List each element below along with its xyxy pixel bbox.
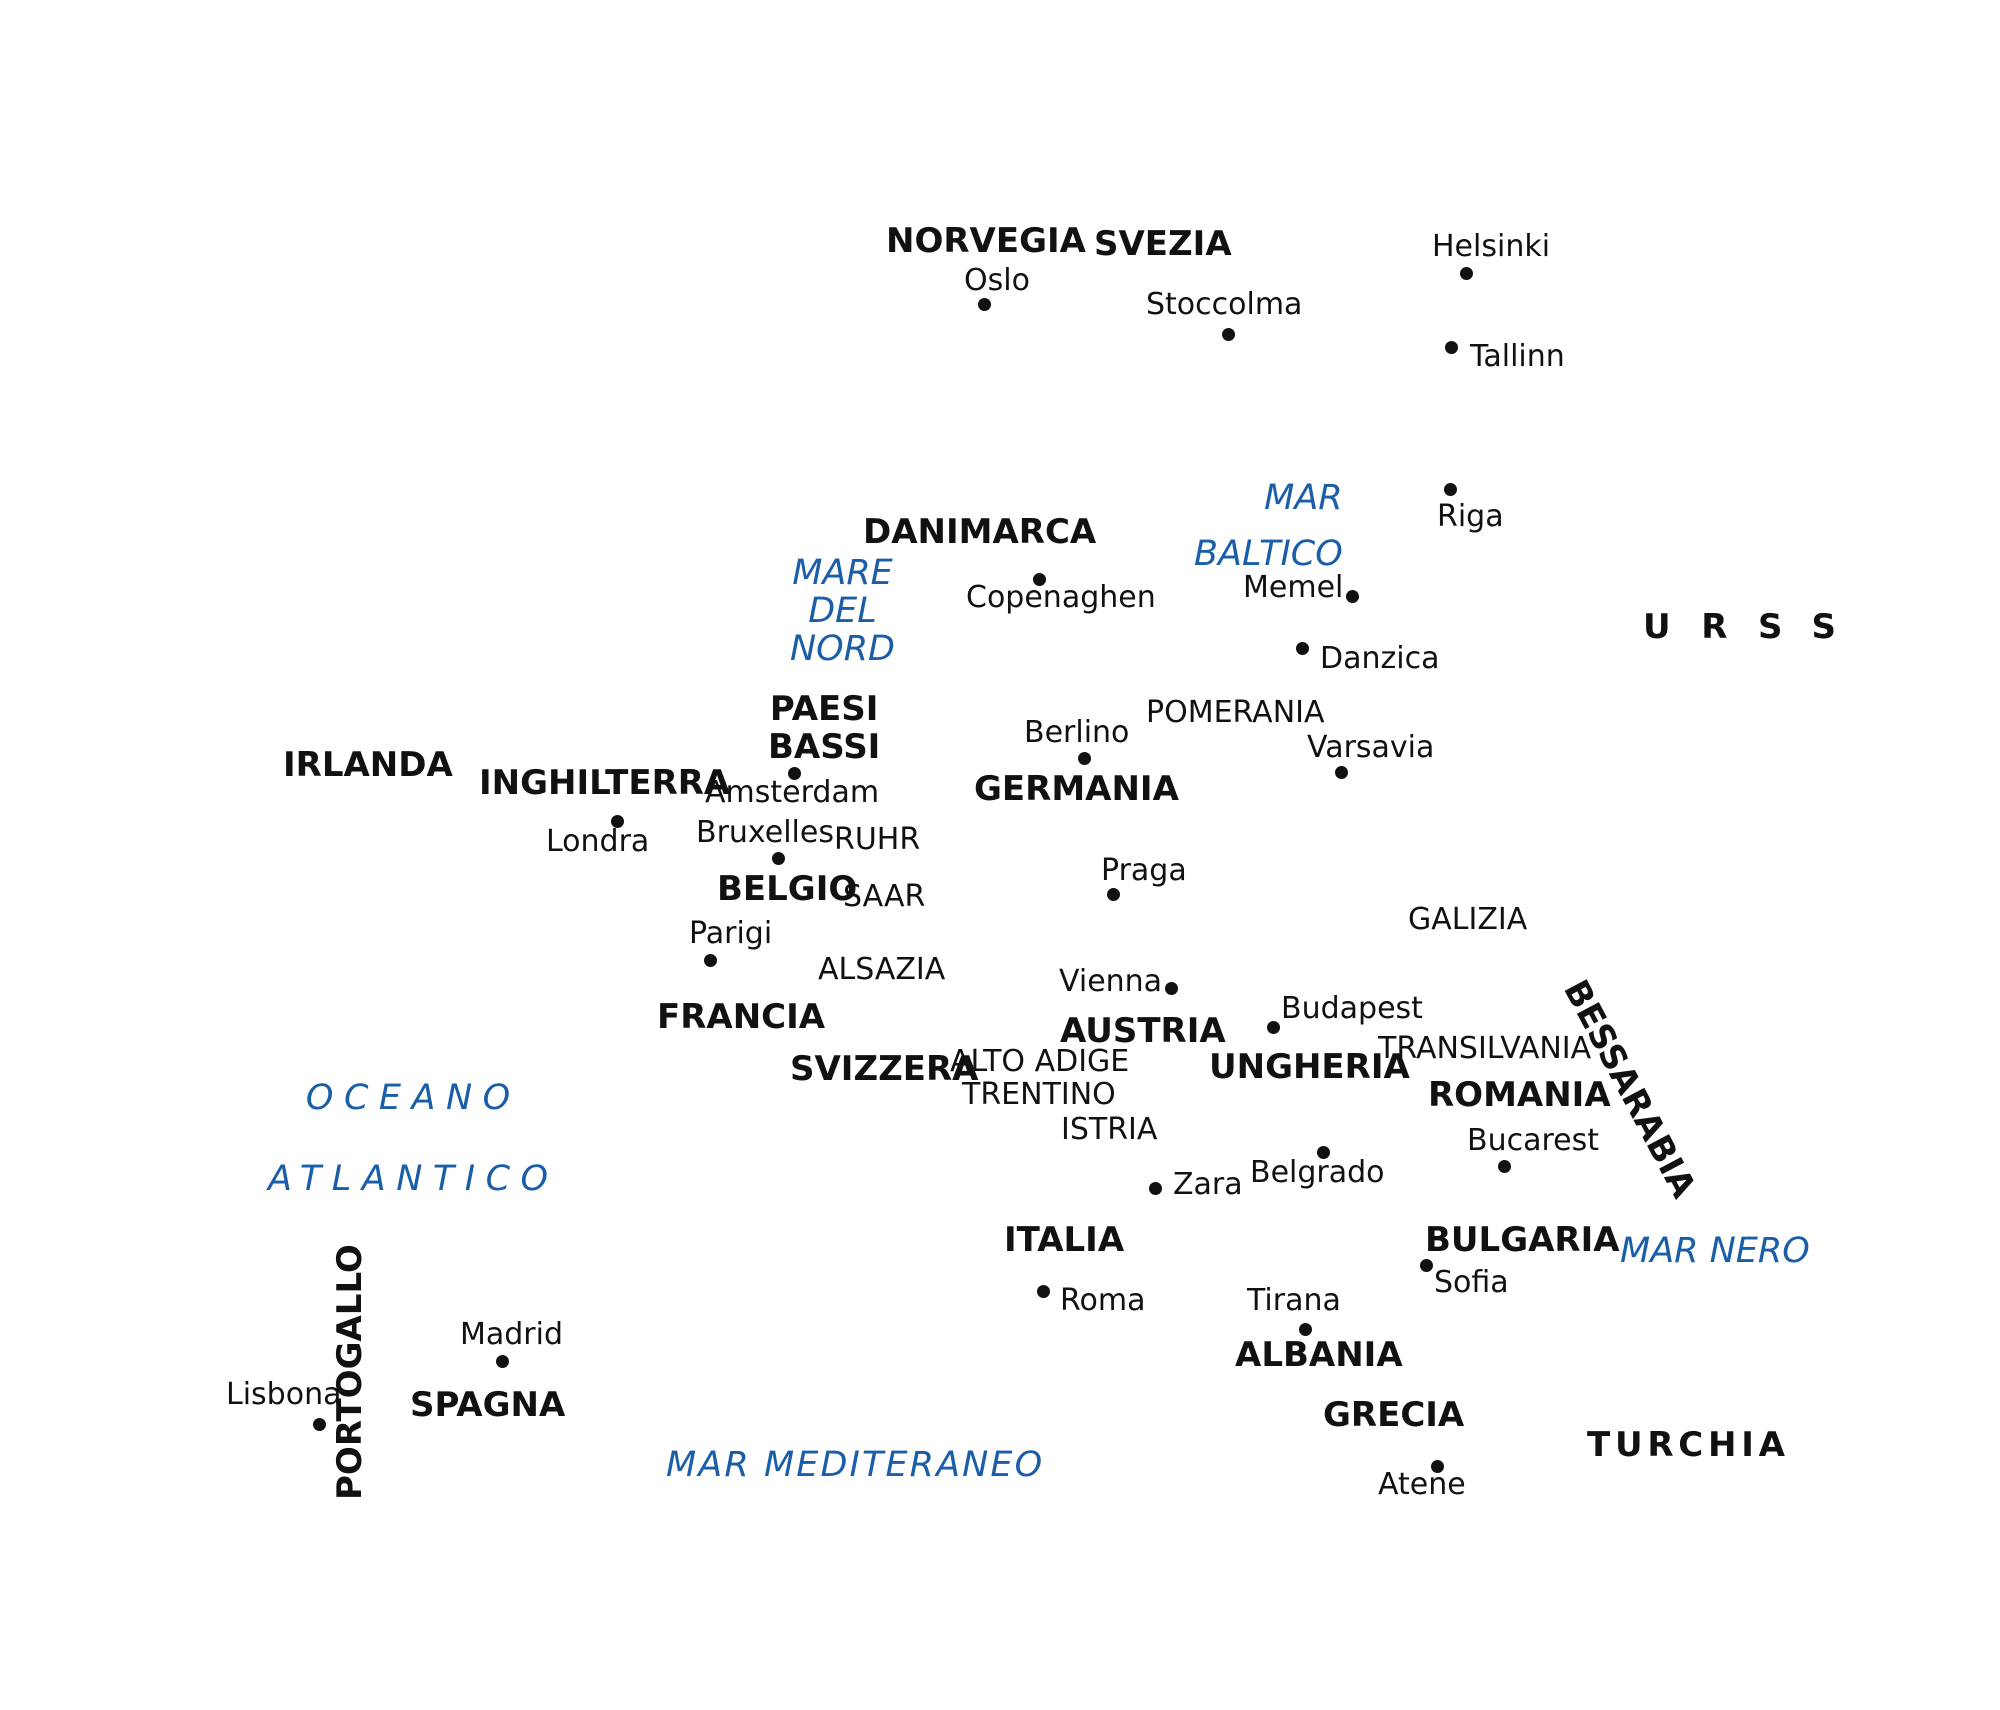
city-label-roma: Roma [1060, 1283, 1146, 1318]
sea-label-mar: MAR [1264, 478, 1343, 518]
sea-label-mare-del-nord: MARE DEL NORD [790, 553, 895, 669]
city-marker-belgrado [1317, 1146, 1330, 1159]
country-label-turchia: TURCHIA [1587, 1425, 1790, 1465]
city-label-helsinki: Helsinki [1432, 229, 1551, 264]
sea-label-mar-mediteraneo: MAR MEDITERANEO [666, 1445, 1045, 1485]
city-label-sofia: Sofia [1434, 1265, 1509, 1300]
city-marker-memel [1346, 590, 1359, 603]
city-marker-bruxelles [772, 852, 785, 865]
city-marker-danzica [1296, 642, 1309, 655]
country-label-albania: ALBANIA [1235, 1335, 1403, 1375]
sea-label-del: DEL [808, 590, 877, 631]
country-label-urss: URSS [1643, 607, 1867, 647]
country-label-svizzera: SVIZZERA [790, 1049, 979, 1089]
sea-label-baltico: BALTICO [1194, 534, 1343, 574]
city-marker-praga [1107, 888, 1120, 901]
country-label-irlanda: IRLANDA [283, 745, 453, 785]
city-label-zara: Zara [1173, 1167, 1243, 1202]
city-label-berlino: Berlino [1024, 715, 1130, 750]
city-marker-atene [1431, 1460, 1444, 1473]
sea-label-mar-baltico: MAR BALTICO [1194, 470, 1343, 582]
city-label-atene: Atene [1378, 1467, 1466, 1502]
sea-label-mar-nero: MAR NERO [1620, 1231, 1810, 1271]
city-label-bucarest: Bucarest [1467, 1123, 1599, 1158]
city-label-praga: Praga [1101, 853, 1187, 888]
city-marker-riga [1444, 483, 1457, 496]
country-label-bulgaria: BULGARIA [1425, 1220, 1620, 1260]
country-label-spagna: SPAGNA [410, 1385, 566, 1425]
region-label-galizia: GALIZIA [1408, 902, 1528, 937]
city-marker-tallinn [1445, 341, 1458, 354]
country-label-bassi: BASSI [768, 727, 881, 768]
city-marker-londra [611, 815, 624, 828]
city-marker-zara [1149, 1182, 1162, 1195]
sea-label-oceano-atlantico: OCEANO ATLANTICO [268, 1058, 559, 1219]
city-label-amsterdam: Amsterdam [705, 775, 880, 810]
city-label-tallinn: Tallinn [1470, 339, 1565, 374]
city-marker-bucarest [1498, 1160, 1511, 1173]
country-label-austria: AUSTRIA [1060, 1011, 1226, 1051]
city-marker-berlino [1078, 752, 1091, 765]
city-marker-budapest [1267, 1021, 1280, 1034]
city-label-londra: Londra [546, 824, 650, 859]
country-label-inghilterra: INGHILTERRA [479, 763, 731, 803]
city-label-budapest: Budapest [1281, 991, 1423, 1026]
city-label-varsavia: Varsavia [1307, 730, 1435, 765]
region-label-trentino: TRENTINO [962, 1077, 1116, 1112]
city-label-copenaghen: Copenaghen [966, 580, 1156, 615]
city-label-danzica: Danzica [1320, 641, 1440, 676]
city-marker-sofia [1420, 1259, 1433, 1272]
city-label-tirana: Tirana [1247, 1283, 1341, 1318]
city-label-memel: Memel [1243, 570, 1344, 605]
country-label-francia: FRANCIA [657, 997, 826, 1037]
city-marker-tirana [1299, 1323, 1312, 1336]
city-marker-parigi [704, 954, 717, 967]
country-label-norvegia: NORVEGIA [886, 221, 1086, 261]
country-label-romania: ROMANIA [1428, 1075, 1611, 1115]
city-label-madrid: Madrid [460, 1317, 564, 1352]
country-label-germania: GERMANIA [974, 769, 1179, 809]
region-label-alto-adige: ALTO ADIGE [950, 1044, 1130, 1079]
city-marker-oslo [978, 298, 991, 311]
country-label-ungheria: UNGHERIA [1209, 1047, 1410, 1087]
country-label-svezia: SVEZIA [1094, 224, 1232, 264]
country-label-grecia: GRECIA [1323, 1395, 1465, 1435]
country-label-italia: ITALIA [1004, 1220, 1125, 1260]
region-label-transilvania: TRANSILVANIA [1378, 1031, 1592, 1066]
city-marker-helsinki [1460, 267, 1473, 280]
city-label-bruxelles: Bruxelles [696, 815, 834, 850]
country-label-belgio: BELGIO [717, 869, 858, 909]
city-marker-roma [1037, 1285, 1050, 1298]
sea-label-atlantico: ATLANTICO [268, 1158, 559, 1199]
sea-label-nord: NORD [790, 628, 895, 669]
sea-label-oceano: OCEANO [305, 1078, 521, 1118]
city-marker-madrid [496, 1355, 509, 1368]
region-label-ruhr: RUHR [834, 822, 921, 857]
city-label-oslo: Oslo [964, 263, 1030, 298]
city-marker-stoccolma [1222, 328, 1235, 341]
city-marker-copenaghen [1033, 573, 1046, 586]
city-marker-varsavia [1335, 766, 1348, 779]
region-label-istria: ISTRIA [1061, 1112, 1158, 1147]
region-label-alsazia: ALSAZIA [818, 952, 946, 987]
city-label-stoccolma: Stoccolma [1146, 287, 1303, 322]
country-label-paesi: PAESI [769, 689, 879, 729]
city-marker-amsterdam [788, 767, 801, 780]
city-label-lisbona: Lisbona [226, 1377, 342, 1412]
country-label-paesi-bassi: PAESI BASSI [768, 690, 880, 766]
city-label-riga: Riga [1437, 499, 1504, 534]
country-label-danimarca: DANIMARCA [863, 512, 1097, 552]
region-label-pomerania: POMERANIA [1146, 695, 1325, 730]
city-label-vienna: Vienna [1059, 964, 1163, 999]
sea-label-mare: MARE [792, 553, 893, 593]
region-label-saar: SAAR [843, 879, 926, 914]
country-label-portogallo: PORTOGALLO [330, 1244, 370, 1500]
city-marker-vienna [1165, 982, 1178, 995]
city-label-parigi: Parigi [689, 916, 773, 951]
city-label-belgrado: Belgrado [1250, 1155, 1385, 1190]
city-marker-lisbona [313, 1418, 326, 1431]
